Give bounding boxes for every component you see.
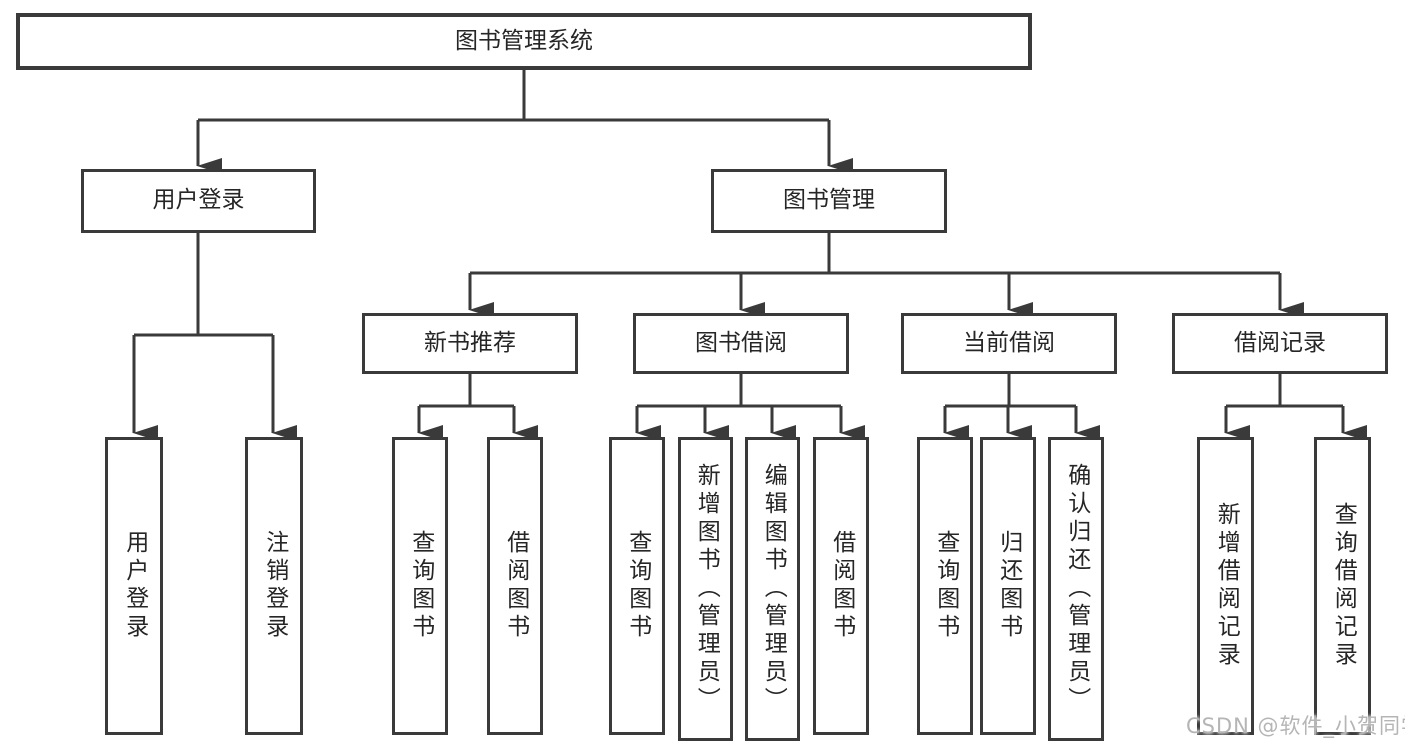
node-leaf-user-login: 用户登录 bbox=[105, 437, 163, 735]
csdn-watermark: CSDN @软件_小贺同学 bbox=[1186, 714, 1405, 738]
node-bb-query-books: 查询图书 bbox=[609, 437, 665, 735]
node-nbr-borrow-books: 借阅图书 bbox=[487, 437, 543, 735]
node-book-borrow: 图书借阅 bbox=[633, 313, 849, 374]
node-bb-add-book-admin: 新增图书（管理员） bbox=[678, 437, 733, 741]
node-leaf-logout: 注销登录 bbox=[245, 437, 303, 735]
node-cb-return-book: 归还图书 bbox=[980, 437, 1036, 735]
node-cb-query-books: 查询图书 bbox=[917, 437, 973, 735]
node-br-query-record: 查询借阅记录 bbox=[1314, 437, 1371, 735]
node-root: 图书管理系统 bbox=[16, 13, 1032, 70]
node-book-management: 图书管理 bbox=[711, 169, 947, 233]
node-nbr-query-books: 查询图书 bbox=[392, 437, 448, 735]
node-borrow-records: 借阅记录 bbox=[1172, 313, 1388, 374]
node-br-add-record: 新增借阅记录 bbox=[1197, 437, 1254, 735]
node-cb-confirm-return-admin: 确认归还（管理员） bbox=[1048, 437, 1104, 741]
node-user-login: 用户登录 bbox=[81, 169, 316, 233]
node-bb-borrow-books: 借阅图书 bbox=[813, 437, 869, 735]
node-bb-edit-book-admin: 编辑图书（管理员） bbox=[745, 437, 800, 741]
node-current-borrow: 当前借阅 bbox=[901, 313, 1117, 374]
node-new-book-recommend: 新书推荐 bbox=[362, 313, 578, 374]
